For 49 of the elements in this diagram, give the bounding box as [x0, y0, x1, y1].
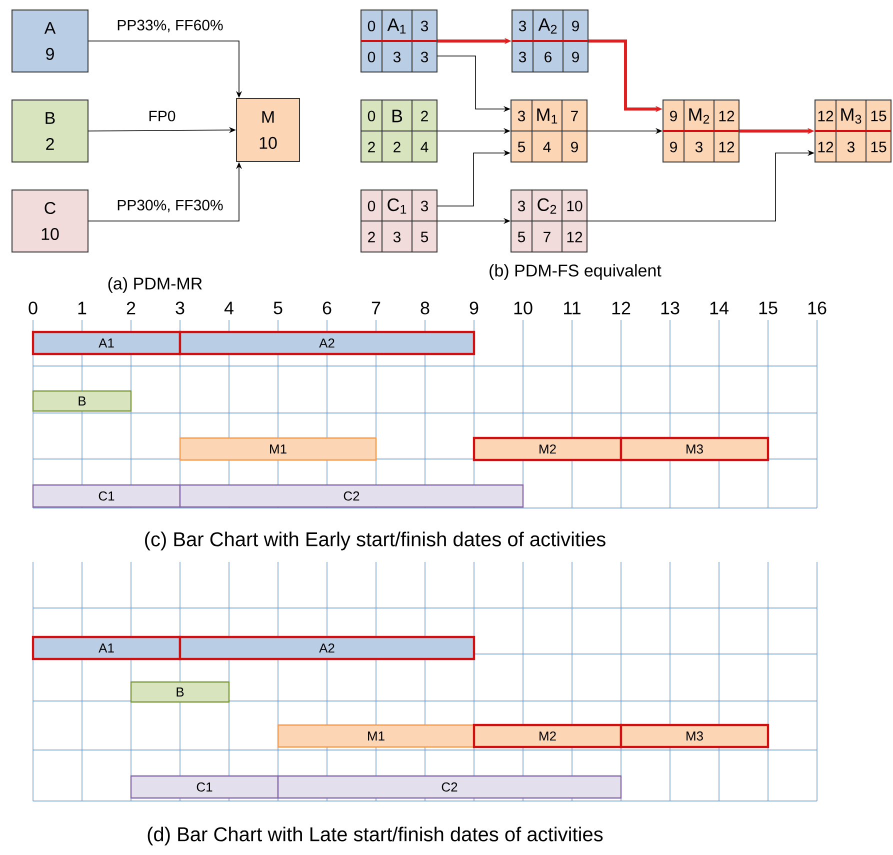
activity-bar: C1	[130, 775, 279, 799]
axis-tick-label: 12	[612, 302, 630, 314]
activity-bar: A1	[32, 330, 182, 356]
axis-tick-label: 3	[176, 302, 184, 314]
activity-bar: A2	[178, 330, 476, 356]
activity-node-box: 3 C$_{2}$ 10 5 7 12	[510, 190, 588, 252]
activity-bar: B	[130, 681, 230, 703]
activity-node-box: 0 C$_{1}$ 3 2 3 5	[360, 190, 438, 252]
axis-tick-label: 2	[126, 302, 136, 314]
activity-bar: C1	[32, 484, 181, 508]
axis-tick-label: 11	[564, 302, 580, 314]
caption: (a) PDM-MR	[108, 277, 202, 293]
axis-tick-label: 9	[470, 302, 478, 314]
activity-node-box: 0 A$_{1}$ 3 0 3 3	[360, 10, 438, 72]
axis-tick-label: 13	[661, 302, 680, 314]
activity-bar: M2	[472, 724, 622, 748]
axis-tick-label: 8	[420, 302, 430, 314]
activity-bar: B	[32, 390, 132, 412]
axis-tick-label: 16	[808, 302, 826, 314]
axis-tick-label: 7	[372, 302, 380, 314]
activity-box: C 10	[12, 190, 88, 252]
activity-box: A 9	[12, 10, 88, 72]
activity-box: M 10	[236, 98, 300, 162]
axis-tick-label: 6	[322, 302, 332, 314]
edge-label: PP33%, FF60%	[116, 18, 224, 34]
activity-node-box: 12 M$_{3}$ 15 12 3 15	[814, 100, 892, 162]
activity-bar: M2	[472, 436, 622, 462]
activity-bar: A1	[32, 636, 182, 660]
axis-tick-label: 5	[274, 302, 282, 314]
activity-node-box: 0 B 2 2 2 4	[360, 100, 438, 162]
activity-bar: A2	[178, 636, 476, 660]
activity-box: B 2	[12, 100, 88, 162]
axis-tick-label: 14	[710, 302, 728, 314]
caption: (d) Bar Chart with Late start/finish dates of activities	[148, 826, 603, 846]
activity-bar: M1	[277, 724, 475, 748]
axis-tick-label: 4	[224, 302, 234, 314]
edge-label: PP30%, FF30%	[116, 198, 224, 214]
activity-node-box: 3 A$_{2}$ 9 3 6 9	[512, 10, 588, 72]
activity-bar: M1	[179, 437, 377, 461]
caption: (c) Bar Chart with Early start/finish dates of activities	[145, 532, 606, 550]
axis-tick-label: 15	[759, 302, 778, 314]
activity-bar: M3	[620, 724, 770, 748]
axis-tick-label: 10	[514, 302, 532, 314]
edge-label: FP0	[147, 110, 177, 122]
activity-node-box: 9 M$_{2}$ 12 9 3 12	[662, 100, 740, 162]
activity-node-box: 3 M$_{1}$ 7 5 4 9	[510, 100, 588, 162]
axis-tick-label: 0	[28, 302, 38, 314]
activity-bar: M3	[620, 436, 770, 462]
axis-tick-label: 1	[78, 302, 86, 314]
